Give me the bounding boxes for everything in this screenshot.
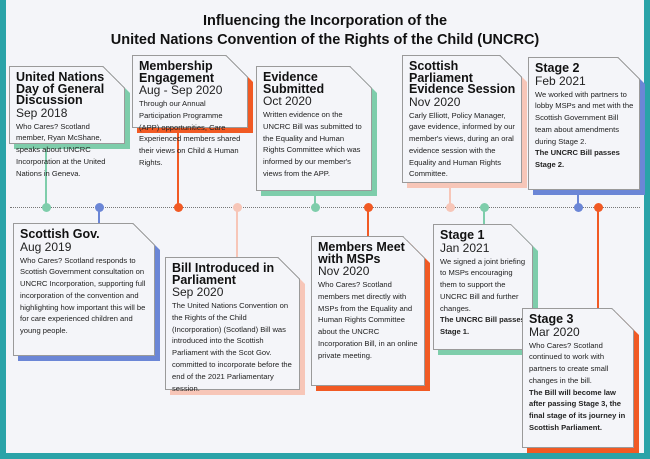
event-description: Who Cares? Scotland members met directly… xyxy=(318,280,418,360)
event-description: Who Cares? Scotland member, Ryan McShane… xyxy=(16,121,106,178)
timeline-dot xyxy=(94,203,104,212)
event-date: Aug 2019 xyxy=(20,239,72,254)
card-paper xyxy=(14,224,154,355)
event-date: Oct 2020 xyxy=(263,94,312,108)
event-card: Stage 1 Jan 2021 We signed a joint brief… xyxy=(433,224,533,350)
connector-line xyxy=(98,207,100,223)
timeline-dot xyxy=(593,203,603,212)
connector-line xyxy=(236,207,238,257)
title-line-1: Influencing the Incorporation of the xyxy=(202,13,448,29)
timeline-dot xyxy=(232,203,242,212)
event-card: Membership Engagement Aug - Sep 2020 Thr… xyxy=(132,55,248,167)
event-title: Stage 2 xyxy=(535,61,580,75)
connector-line xyxy=(367,207,369,236)
event-description: Through our Annual Participation Program… xyxy=(139,99,241,167)
connector-line xyxy=(597,207,599,308)
timeline-dot xyxy=(363,203,373,212)
event-card: Evidence Submitted Oct 2020 Written evid… xyxy=(256,66,372,191)
event-outcome: The UNCRC Bill passes Stage 1. xyxy=(440,315,525,337)
timeline-dot xyxy=(445,203,455,212)
folded-corner-icon xyxy=(103,66,125,88)
connector-line xyxy=(449,183,451,207)
folded-corner-icon xyxy=(350,66,372,88)
event-card: Bill Introduced in Parliament Sep 2020 T… xyxy=(165,257,300,390)
event-title: Evidence Submitted xyxy=(263,70,325,96)
event-card: Scottish Parliament Evidence Session Nov… xyxy=(402,55,522,183)
event-title: Membership Engagement xyxy=(139,59,215,85)
folded-corner-icon xyxy=(511,224,533,246)
connector-line xyxy=(177,128,179,207)
event-date: Feb 2021 xyxy=(535,73,586,88)
folded-corner-icon xyxy=(500,55,522,77)
event-card: United Nations Day of General Discussion… xyxy=(9,66,125,178)
event-description: We signed a joint briefing to MSPs encou… xyxy=(440,256,526,313)
card-paper xyxy=(166,258,299,389)
timeline-dot xyxy=(479,203,489,212)
event-description: The United Nations Convention on the Rig… xyxy=(172,301,292,393)
folded-corner-icon xyxy=(618,57,640,79)
event-date: Jan 2021 xyxy=(440,240,490,255)
title-line-2: United Nations Convention of the Rights … xyxy=(110,32,540,48)
folded-corner-icon xyxy=(612,308,634,330)
timeline-axis xyxy=(10,207,640,208)
event-card: Members Meet with MSPs Nov 2020 Who Care… xyxy=(311,236,425,386)
event-title: United Nations Day of General Discussion xyxy=(16,70,105,107)
card-paper xyxy=(403,56,521,182)
event-card: Stage 2 Feb 2021 We worked with partners… xyxy=(528,57,640,190)
folded-corner-icon xyxy=(278,257,300,279)
connector-line xyxy=(577,190,579,207)
connector-line xyxy=(45,144,47,207)
event-date: Nov 2020 xyxy=(318,264,370,278)
timeline-dot xyxy=(41,203,51,212)
connector-line xyxy=(483,207,485,224)
folded-corner-icon xyxy=(403,236,425,258)
event-date: Sep 2020 xyxy=(172,285,224,299)
timeline-dot xyxy=(310,203,320,212)
card-paper xyxy=(523,309,633,447)
event-title: Scottish Parliament Evidence Session xyxy=(409,59,516,96)
event-date: Mar 2020 xyxy=(529,324,580,339)
card-paper xyxy=(312,237,424,385)
folded-corner-icon xyxy=(226,55,248,77)
event-date: Aug - Sep 2020 xyxy=(139,83,223,97)
event-card: Scottish Gov. Aug 2019 Who Cares? Scotla… xyxy=(13,223,155,356)
folded-corner-icon xyxy=(133,223,155,245)
event-description: Carly Elliott, Policy Manager, gave evid… xyxy=(409,110,515,179)
event-card: Stage 3 Mar 2020 Who Cares? Scotland con… xyxy=(522,308,634,448)
event-description: We worked with partners to lobby MSPs an… xyxy=(535,89,634,146)
event-title: Stage 3 xyxy=(529,312,574,326)
card-paper xyxy=(529,58,639,189)
event-outcome: The Bill will become law after passing S… xyxy=(529,387,626,433)
event-title: Stage 1 xyxy=(440,228,485,242)
event-outcome: The UNCRC Bill passes Stage 2. xyxy=(535,148,620,170)
timeline-dot xyxy=(173,203,183,212)
connector-line xyxy=(314,191,316,207)
event-description: Who Cares? Scotland continued to work wi… xyxy=(529,340,609,385)
event-title: Members Meet with MSPs xyxy=(318,240,405,266)
event-date: Sep 2018 xyxy=(16,105,68,120)
event-description: Written evidence on the UNCRC Bill was s… xyxy=(263,110,362,178)
event-description: Who Cares? Scotland responds to Scottish… xyxy=(20,255,146,336)
event-title: Bill Introduced in Parliament xyxy=(172,261,275,287)
timeline-dot xyxy=(573,203,583,212)
event-title: Scottish Gov. xyxy=(20,227,100,241)
event-date: Nov 2020 xyxy=(409,94,461,109)
